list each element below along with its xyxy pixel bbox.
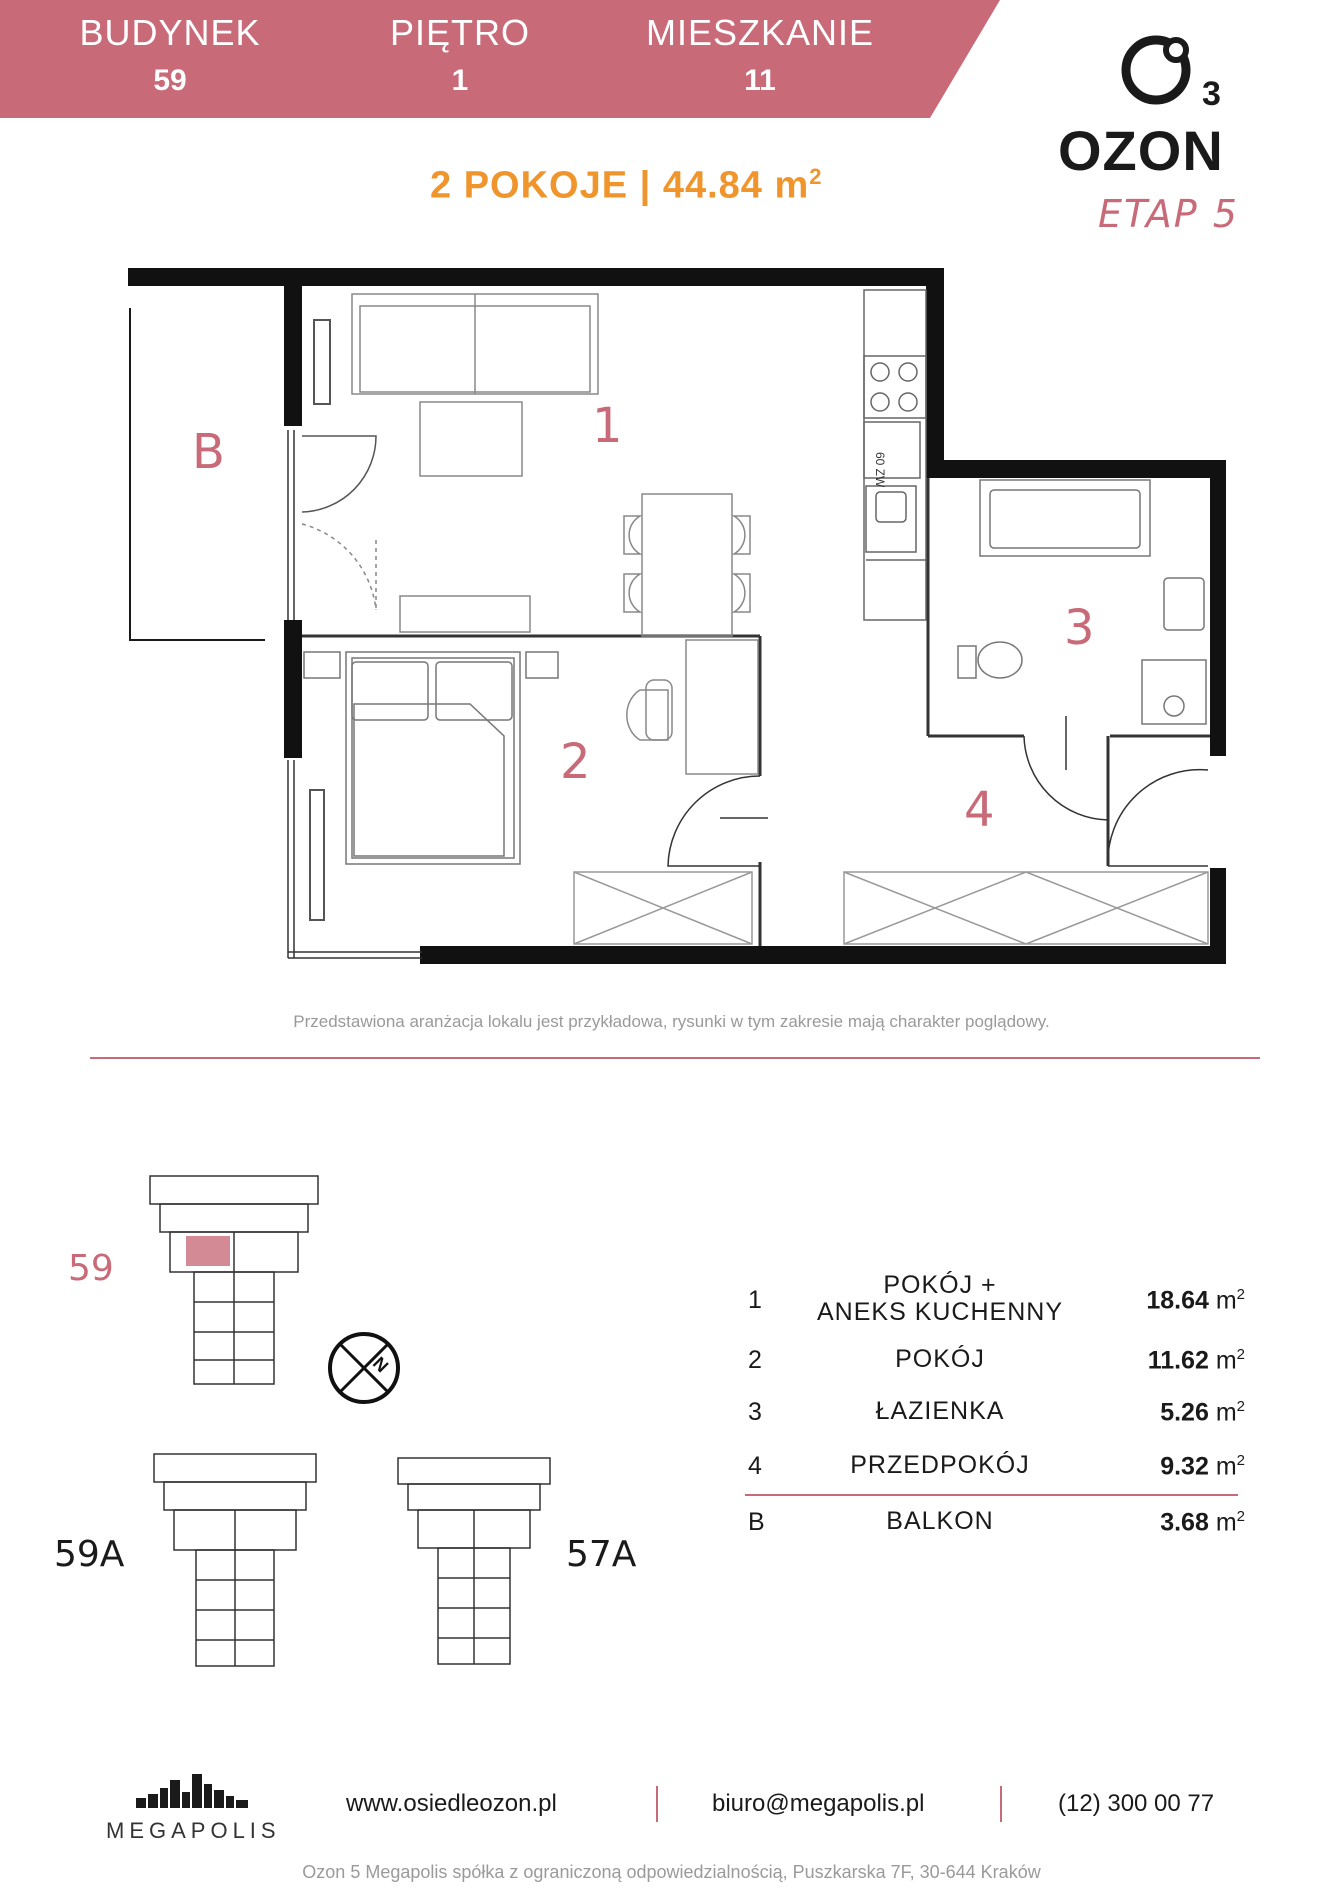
room-area-unit: m [1215,1508,1237,1537]
room-area: 3.68 m2 [1160,1508,1245,1537]
balcony-outline [129,308,265,641]
building-label-59a: 59A [54,1534,125,1575]
footer-brand: MEGAPOLIS [106,1818,281,1843]
footer-website-link[interactable]: www.osiedleozon.pl [346,1790,557,1817]
room-number: B [748,1508,765,1536]
ozon-logo-icon: 3 [1121,35,1221,110]
logo-etap: ETAP 5 [1098,192,1239,236]
room-name: POKÓJ [895,1345,985,1373]
desk [626,639,759,775]
entry-door-arc [301,435,377,513]
bathroom-door-arc [1023,735,1109,821]
footer-phone[interactable]: (12) 300 00 77 [1058,1790,1215,1817]
logo-wordmark: OZON [1058,119,1224,182]
room-row-3: 3 ŁAZIENKA 5.26 m2 [740,1398,1245,1438]
section-divider [90,1057,1260,1059]
room-area-unit: m [1215,1286,1237,1315]
tv-stand [399,595,531,633]
room-area: 11.62 m2 [1148,1346,1245,1375]
room-name: POKÓJ + ANEKS KUCHENNY [790,1272,1090,1326]
compass-icon: N [328,1332,400,1404]
plan-label-balcony: B [192,424,225,480]
room-name: PRZEDPOKÓJ [850,1451,1030,1479]
bedroom-door-arc [667,775,761,867]
plan-label-room-4: 4 [964,782,995,838]
fridge-label: 60 ZW [873,452,887,488]
summary-unit-exponent: 2 [809,164,823,189]
footer-email-link[interactable]: biuro@megapolis.pl [712,1790,925,1817]
room-number: 4 [748,1452,762,1480]
room-row-4: 4 PRZEDPOKÓJ 9.32 m2 [740,1452,1245,1492]
radiator-1 [313,319,331,405]
entry-hall-door-arc [1107,768,1209,867]
bed [303,651,559,865]
bathroom-fixtures [957,479,1207,725]
apartment-label: MIESZKANIE [645,12,875,53]
plan-label-room-1: 1 [592,398,623,454]
summary-text: 2 POKOJE | 44.84 m [430,164,810,207]
room-area: 18.64 m2 [1146,1286,1245,1315]
radiator-2 [309,789,325,921]
room-area-unit: m [1215,1398,1237,1427]
room-area-exponent: 2 [1236,1452,1245,1469]
highlighted-unit [186,1236,230,1266]
room-area-unit: m [1215,1452,1237,1481]
exterior-walls [128,268,1226,964]
logo-subscript: 3 [1202,75,1221,110]
kitchen-counter [863,289,927,621]
room-row-b: B BALKON 3.68 m2 [740,1508,1245,1548]
rooms-divider [745,1494,1238,1496]
site-plan-59 [149,1175,319,1385]
site-plan-57a [397,1457,551,1665]
plan-label-room-3: 3 [1064,600,1095,656]
room-area: 5.26 m2 [1160,1398,1245,1427]
room-area-exponent: 2 [1236,1346,1245,1363]
room-area-value: 9.32 [1160,1452,1209,1481]
header-band [0,0,1000,118]
dining-set [623,493,751,637]
room-area-value: 5.26 [1160,1398,1209,1427]
room-name-line-2: ANEKS KUCHENNY [817,1298,1063,1326]
left-glazing [287,430,422,959]
floor-plan: 60 ZW [128,268,1226,964]
room-area-value: 11.62 [1147,1346,1209,1375]
room-area-value: 18.64 [1146,1286,1209,1315]
building-value: 59 [153,64,187,97]
room-area-unit: m [1215,1346,1237,1375]
building-label: BUDYNEK [79,12,261,53]
footer-company-info: Ozon 5 Megapolis spółka z ograniczoną od… [302,1862,1041,1882]
room-name: BALKON [886,1507,994,1535]
floor-label: PIĘTRO [389,12,530,53]
building-label-57a: 57A [566,1534,637,1575]
room-row-2: 2 POKÓJ 11.62 m2 [740,1346,1245,1386]
footer-separator [656,1786,658,1822]
room-number: 1 [748,1286,762,1314]
building-label-59: 59 [68,1248,114,1289]
sofa [351,293,599,395]
room-area-exponent: 2 [1236,1286,1245,1303]
room-number: 2 [748,1346,762,1374]
megapolis-logo-icon [136,1774,248,1808]
compass-label: N [369,1353,392,1376]
plan-label-room-2: 2 [560,734,591,790]
apartment-value: 11 [744,64,776,97]
room-area-exponent: 2 [1236,1508,1245,1525]
footer-separator [1000,1786,1002,1822]
room-row-1: 1 POKÓJ + ANEKS KUCHENNY 18.64 m2 [740,1272,1245,1330]
coffee-table [419,401,523,477]
site-plan-59a [153,1453,317,1667]
room-area-exponent: 2 [1236,1398,1245,1415]
apartment-summary: 2 POKOJE | 44.84 m2 [430,164,823,208]
room-number: 3 [748,1398,762,1426]
room-name-line-1: POKÓJ + [883,1271,997,1299]
room-area: 9.32 m2 [1160,1452,1245,1481]
disclaimer: Przedstawiona aranżacja lokalu jest przy… [293,1012,1050,1031]
wardrobes [573,871,1209,945]
floor-value: 1 [451,64,469,97]
room-area-value: 3.68 [1160,1508,1209,1537]
room-name: ŁAZIENKA [875,1397,1005,1425]
